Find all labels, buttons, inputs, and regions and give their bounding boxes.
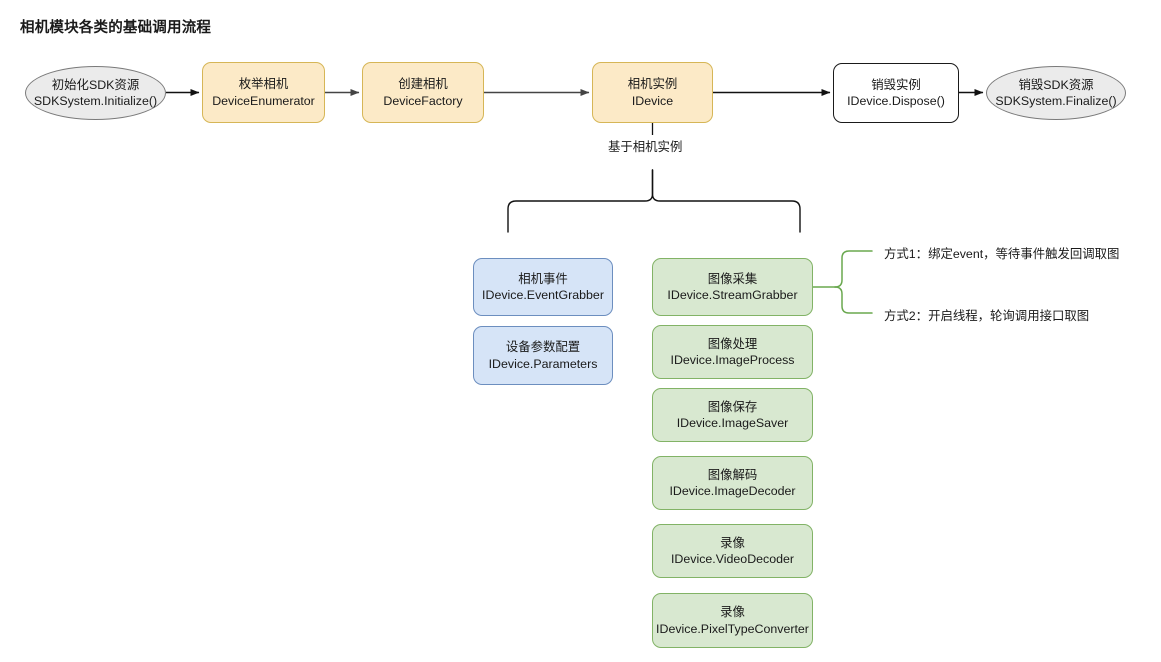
node-pixeltype-converter[interactable]: 录像 IDevice.PixelTypeConverter [652, 593, 813, 648]
page-title: 相机模块各类的基础调用流程 [20, 20, 212, 36]
flow-node-init-line1: 初始化SDK资源 [51, 77, 140, 92]
flow-node-create-line1: 创建相机 [398, 77, 448, 92]
flow-node-instance-line2: IDevice [631, 93, 674, 108]
flow-node-dispose-line1: 销毁实例 [871, 77, 921, 92]
flow-node-enumerate-line2: DeviceEnumerator [212, 93, 315, 108]
flow-node-dispose[interactable]: 销毁实例 IDevice.Dispose() [833, 63, 959, 123]
flow-node-init[interactable]: 初始化SDK资源 SDKSystem.Initialize() [25, 66, 166, 120]
node-event-grabber-line2: IDevice.EventGrabber [482, 288, 604, 302]
annotation-method-1: 方式1：绑定event，等待事件触发回调取图 [884, 247, 1120, 261]
node-image-decoder-line2: IDevice.ImageDecoder [669, 484, 796, 498]
node-video-decoder-line2: IDevice.VideoDecoder [670, 552, 795, 566]
node-video-decoder-line1: 录像 [720, 535, 745, 550]
branch-brace-black [507, 169, 801, 233]
flow-node-instance[interactable]: 相机实例 IDevice [592, 62, 713, 123]
flow-node-instance-line1: 相机实例 [627, 77, 678, 92]
method-brace-green [812, 250, 873, 314]
flow-node-finalize[interactable]: 销毁SDK资源 SDKSystem.Finalize() [986, 66, 1126, 120]
node-pixeltype-converter-line2: IDevice.PixelTypeConverter [656, 621, 809, 636]
node-image-decoder[interactable]: 图像解码 IDevice.ImageDecoder [652, 456, 813, 510]
node-stream-grabber-line2: IDevice.StreamGrabber [667, 288, 798, 302]
node-image-process-line2: IDevice.ImageProcess [670, 353, 795, 367]
node-event-grabber-line1: 相机事件 [518, 271, 568, 286]
node-event-grabber[interactable]: 相机事件 IDevice.EventGrabber [473, 258, 613, 316]
node-image-decoder-line1: 图像解码 [707, 467, 758, 482]
flow-node-finalize-line2: SDKSystem.Finalize() [995, 94, 1117, 108]
flow-node-finalize-line1: 销毁SDK资源 [1018, 77, 1094, 92]
node-stream-grabber-line1: 图像采集 [707, 271, 758, 286]
node-video-decoder[interactable]: 录像 IDevice.VideoDecoder [652, 524, 813, 578]
node-image-saver-line1: 图像保存 [707, 399, 758, 414]
flow-node-init-line2: SDKSystem.Initialize() [33, 94, 158, 108]
node-image-saver-line2: IDevice.ImageSaver [676, 416, 789, 430]
flow-node-create-line2: DeviceFactory [383, 93, 463, 108]
node-image-saver[interactable]: 图像保存 IDevice.ImageSaver [652, 388, 813, 442]
flow-node-enumerate-line1: 枚举相机 [238, 77, 289, 92]
node-parameters[interactable]: 设备参数配置 IDevice.Parameters [473, 326, 613, 385]
node-parameters-line2: IDevice.Parameters [488, 356, 598, 371]
branch-label: 基于相机实例 [608, 140, 683, 154]
node-stream-grabber[interactable]: 图像采集 IDevice.StreamGrabber [652, 258, 813, 316]
flow-node-enumerate[interactable]: 枚举相机 DeviceEnumerator [202, 62, 325, 123]
node-pixeltype-converter-line1: 录像 [720, 605, 745, 620]
flow-node-create[interactable]: 创建相机 DeviceFactory [362, 62, 484, 123]
flow-node-dispose-line2: IDevice.Dispose() [847, 94, 945, 108]
node-image-process[interactable]: 图像处理 IDevice.ImageProcess [652, 325, 813, 379]
node-parameters-line1: 设备参数配置 [505, 340, 581, 355]
annotation-method-2: 方式2：开启线程，轮询调用接口取图 [884, 309, 1090, 323]
node-image-process-line1: 图像处理 [707, 336, 758, 351]
